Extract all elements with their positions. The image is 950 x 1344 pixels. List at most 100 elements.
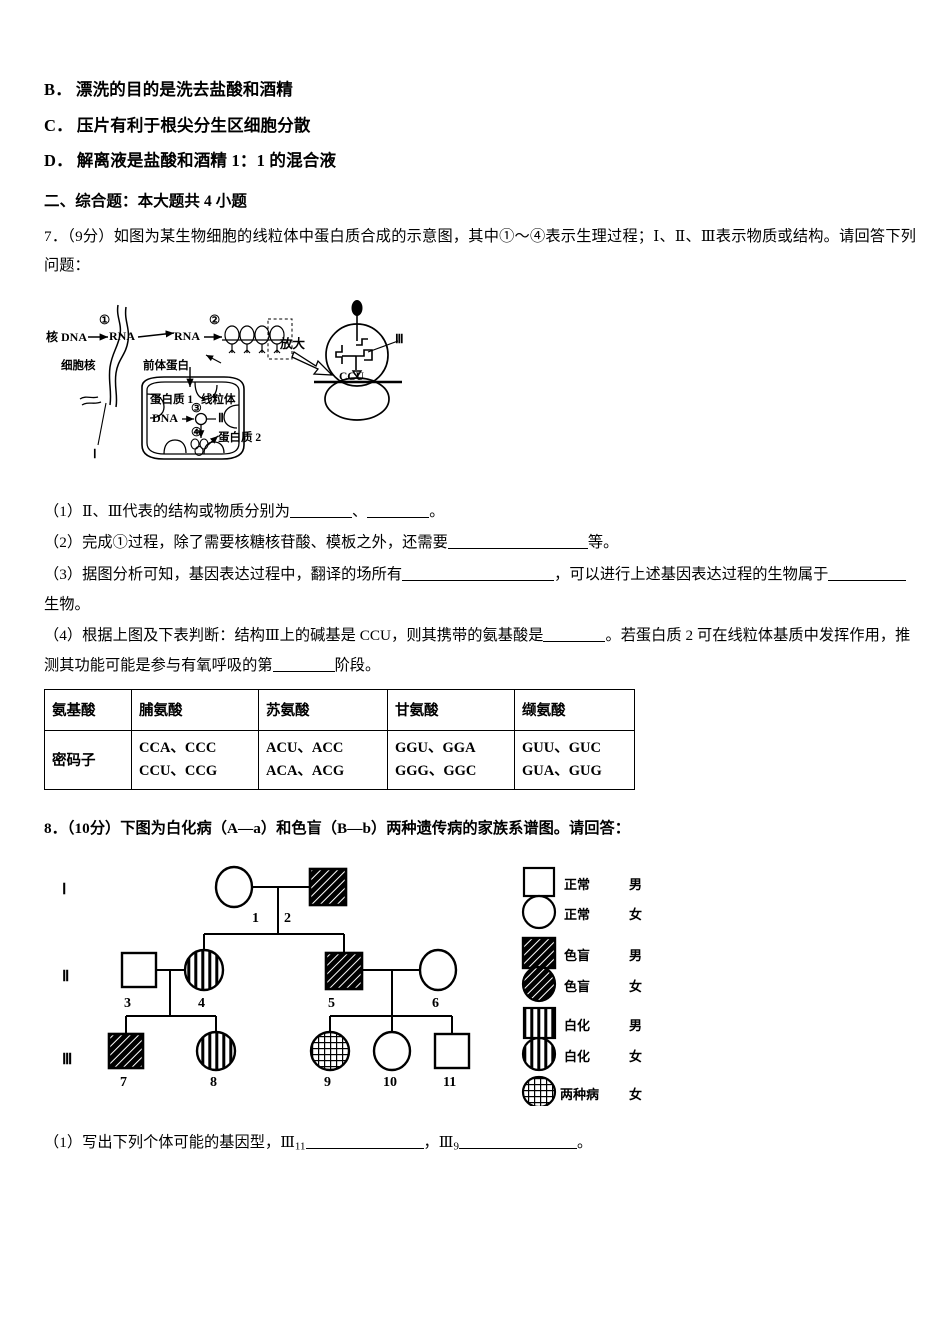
q8-sub1-blank-1[interactable]	[305, 1147, 424, 1149]
pedigree-svg: Ⅰ Ⅱ Ⅲ 1 2 3 4	[62, 865, 557, 1106]
legend-label-2: 色盲	[564, 947, 591, 963]
table-cell-proline-codons: CCA、CCC CCU、CCG	[131, 729, 259, 790]
legend-symbol-circle-hatched	[521, 965, 557, 1002]
question-7-sub-2: （2）完成①过程，除了需要核糖核苷酸、模板之外，还需要等。	[44, 528, 916, 558]
label-nuclear-dna: 核 DNA	[46, 329, 87, 344]
label-magnify: 放大	[280, 336, 306, 351]
valine-codon-line-2: GUA、GUG	[522, 762, 602, 779]
generation-label-II: Ⅱ	[62, 969, 69, 985]
label-I: Ⅰ	[93, 446, 97, 461]
legend-label-5: 白化	[564, 1048, 591, 1064]
q8-sub1-index-2: 9	[453, 1140, 460, 1153]
q8-sub1-index-1: 11	[294, 1140, 306, 1153]
question-8-sub-1: （1）写出下列个体可能的基因型，Ⅲ11，Ⅲ9。	[44, 1130, 916, 1153]
label-step-4: ④	[191, 424, 202, 439]
question-7-score: （9分）	[67, 227, 114, 245]
question-7-text: 如图为某生物细胞的线粒体中蛋白质合成的示意图，其中①～④表示生理过程；Ⅰ、Ⅱ、Ⅲ…	[44, 227, 917, 275]
table-cell-glycine-codons: GGU、GGA GGG、GGC	[387, 729, 515, 790]
label-III: Ⅲ	[395, 331, 404, 346]
q7-sub4-text-c: 阶段。	[334, 656, 381, 674]
individual-label-5: 5	[328, 996, 335, 1011]
individual-label-3: 3	[124, 996, 131, 1011]
legend-sex-2: 男	[629, 947, 643, 963]
label-step-3: ③	[191, 400, 202, 415]
legend-symbol-square-vstriped	[522, 1006, 557, 1039]
q7-sub3-blank-1[interactable]	[402, 580, 555, 582]
pedigree-chart: Ⅰ Ⅱ Ⅲ 1 2 3 4	[54, 856, 674, 1106]
label-mito-dna: DNA	[152, 410, 178, 425]
q7-sub3-blank-2[interactable]	[828, 580, 907, 582]
table-header-glycine: 甘氨酸	[387, 688, 515, 731]
label-protein-2: 蛋白质 2	[218, 431, 262, 444]
q7-sub1-blank-1[interactable]	[290, 516, 353, 518]
individual-label-4: 4	[198, 996, 205, 1011]
q8-sub1-text-a: （1）写出下列个体可能的基因型，Ⅲ	[44, 1133, 295, 1151]
legend-symbol-square-hatched	[521, 936, 557, 969]
threonine-codon-line-1: ACU、ACC	[266, 740, 344, 757]
legend-label-1: 正常	[564, 906, 591, 922]
legend-symbol-circle-empty	[521, 894, 557, 929]
diagram-svg	[79, 299, 402, 460]
legend-label-4: 白化	[564, 1017, 591, 1033]
individual-label-9: 9	[324, 1075, 331, 1090]
generation-label-I: Ⅰ	[62, 882, 66, 898]
label-step-1: ①	[99, 312, 111, 327]
individual-label-1: 1	[252, 911, 259, 926]
glycine-codon-line-2: GGG、GGC	[395, 762, 477, 779]
q7-sub4-blank-1[interactable]	[543, 641, 606, 643]
q8-sub1-blank-2[interactable]	[459, 1147, 578, 1149]
individual-label-7: 7	[120, 1075, 127, 1090]
q7-sub4-blank-2[interactable]	[272, 670, 335, 672]
label-II-mito: Ⅱ	[218, 410, 224, 425]
question-7-stem: 7．（9分）如图为某生物细胞的线粒体中蛋白质合成的示意图，其中①～④表示生理过程…	[44, 222, 916, 281]
legend-label-0: 正常	[564, 876, 591, 892]
q7-sub2-blank-1[interactable]	[447, 548, 588, 550]
individual-label-11: 11	[443, 1075, 456, 1090]
proline-codon-line-1: CCA、CCC	[139, 740, 217, 757]
legend-sex-5: 女	[629, 1048, 643, 1064]
q8-sub1-text-c: 。	[577, 1133, 593, 1151]
legend-sex-1: 女	[629, 906, 643, 922]
label-rna-1: RNA	[109, 328, 135, 343]
individual-label-8: 8	[210, 1075, 217, 1090]
legend-symbol-circle-vstriped	[521, 1036, 557, 1071]
table-row-codons: 密码子 CCA、CCC CCU、CCG ACU、ACC ACA、ACG GGU、…	[44, 729, 635, 790]
q7-sub2-text-b: 等。	[587, 534, 619, 552]
generation-label-III: Ⅲ	[62, 1052, 72, 1068]
question-7-sub-4: （4）根据上图及下表判断：结构Ⅲ上的碱基是 CCU，则其携带的氨基酸是。若蛋白质…	[44, 621, 916, 680]
q7-sub3-text-a: （3）据图分析可知，基因表达过程中，翻译的场所有	[44, 566, 403, 584]
table-header-amino-acid: 氨基酸	[44, 688, 132, 731]
legend-label-3: 色盲	[564, 978, 591, 994]
section-header: 二、综合题：本大题共 4 小题	[44, 192, 248, 210]
legend-sex-6: 女	[629, 1086, 643, 1102]
label-step-2: ②	[209, 312, 221, 327]
choice-letter-d: D．	[44, 151, 73, 170]
individual-label-6: 6	[432, 996, 439, 1011]
mitochondrial-protein-synthesis-diagram: 核 DNA RNA RNA ① ② 细胞核 前体蛋白 蛋白质 1 线粒体 ③ D…	[46, 295, 426, 485]
choice-option-c: C．压片有利于根尖分生区细胞分散	[44, 115, 916, 135]
threonine-codon-line-2: ACA、ACG	[266, 762, 345, 779]
label-mitochondrion: 线粒体	[201, 393, 236, 406]
q7-sub3-text-c: 生物。	[44, 595, 90, 613]
choice-text-c: 压片有利于根尖分生区细胞分散	[76, 115, 311, 135]
legend-group	[521, 866, 557, 1106]
q7-sub1-text-a: （1）Ⅱ、Ⅲ代表的结构或物质分别为	[44, 502, 291, 520]
choice-letter-c: C．	[44, 115, 73, 135]
proline-codon-line-2: CCU、CCG	[139, 762, 218, 779]
table-header-valine: 缬氨酸	[514, 688, 635, 731]
label-nucleus: 细胞核	[61, 359, 96, 372]
q7-sub4-text-a: （4）根据上图及下表判断：结构Ⅲ上的碱基是 CCU，则其携带的氨基酸是	[44, 627, 544, 645]
table-header-proline: 脯氨酸	[131, 688, 259, 731]
choice-letter-b: B．	[44, 80, 72, 99]
legend-sex-0: 男	[629, 876, 643, 892]
q7-sub1-blank-2[interactable]	[367, 516, 430, 518]
legend-sex-3: 女	[629, 978, 643, 994]
q7-sub3-text-b: ，可以进行上述基因表达过程的生物属于	[554, 566, 829, 584]
page-content: B．漂洗的目的是洗去盐酸和酒精 C．压片有利于根尖分生区细胞分散 D．解离液是盐…	[44, 80, 916, 1153]
q7-sub1-text-b: 、	[352, 502, 368, 520]
question-7-sub-3: （3）据图分析可知，基因表达过程中，翻译的场所有 ，可以进行上述基因表达过程的生物…	[44, 560, 916, 619]
legend-sex-4: 男	[629, 1017, 643, 1033]
choice-text-d: 解离液是盐酸和酒精 1：1 的混合液	[76, 151, 337, 170]
table-header-threonine: 苏氨酸	[258, 688, 388, 731]
